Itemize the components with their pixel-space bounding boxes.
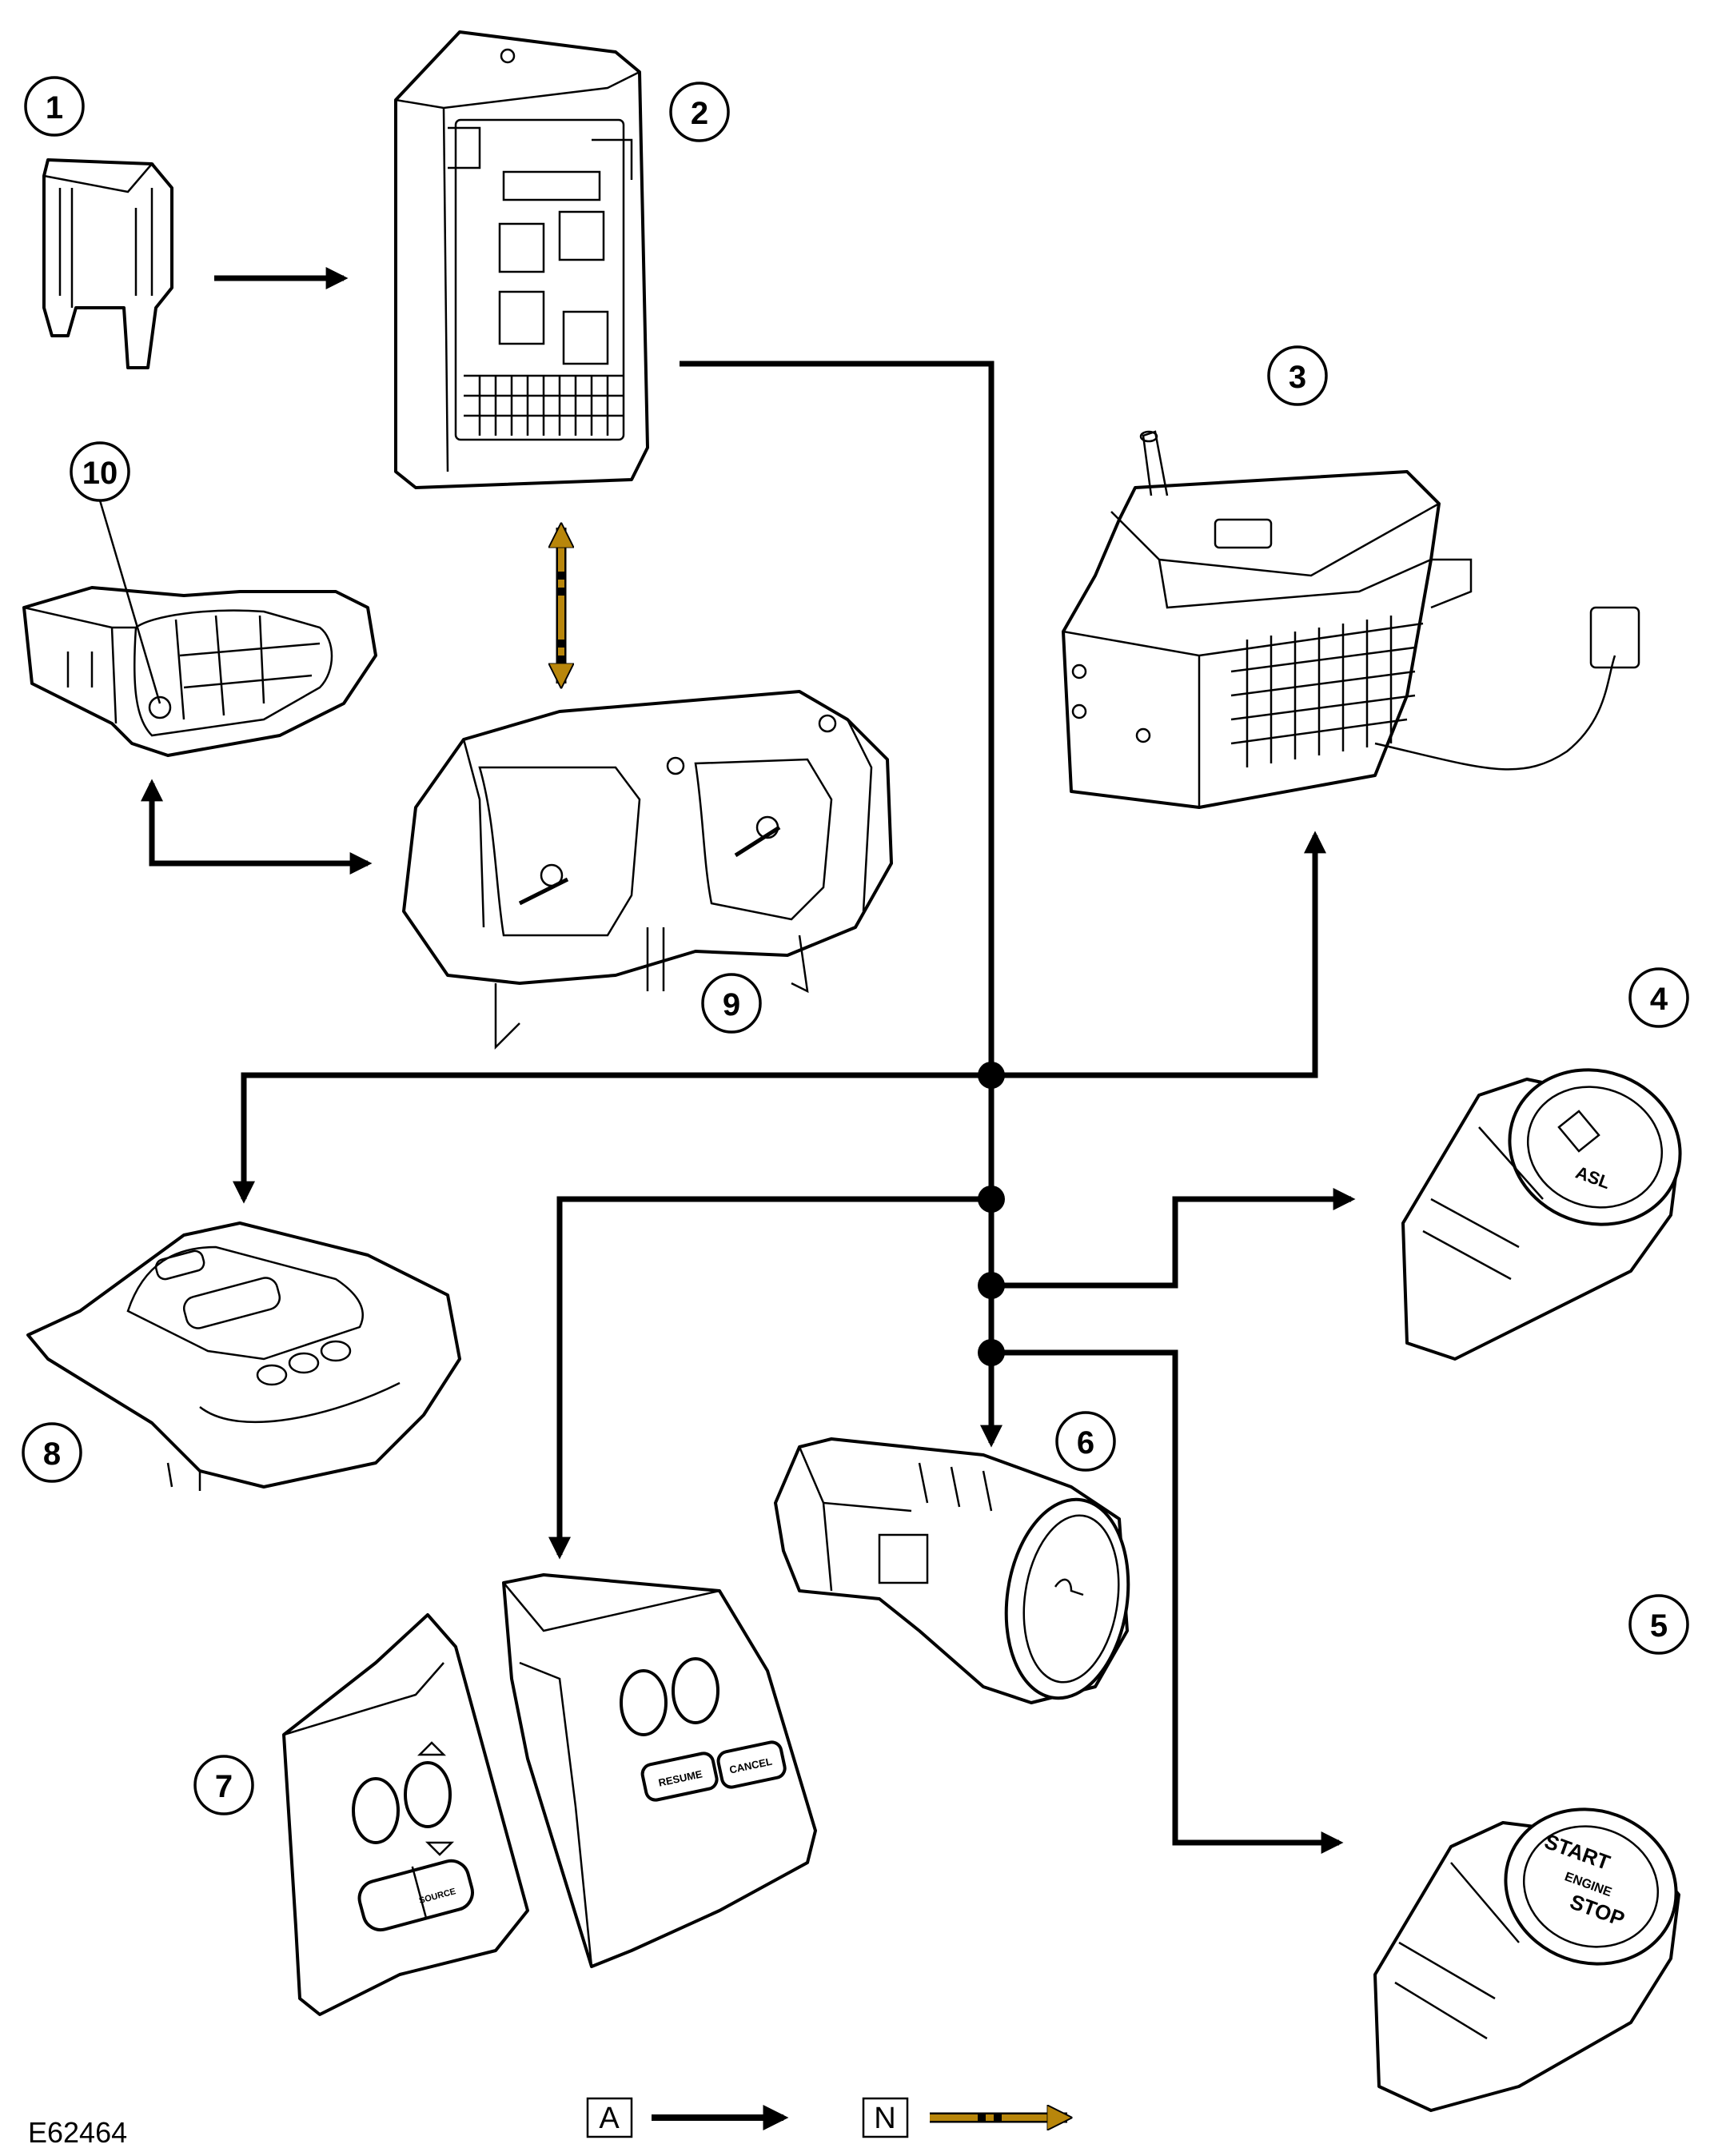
branch-steering-wire xyxy=(548,1196,991,1560)
junction-dot xyxy=(978,1062,1005,1089)
svg-text:5: 5 xyxy=(1650,1608,1668,1644)
legend: A N xyxy=(586,2097,1067,2138)
callout-7: 7 xyxy=(193,1755,254,1815)
start-stop-button: START ENGINE STOP xyxy=(1373,1807,1680,2112)
junction-dot xyxy=(978,1272,1005,1299)
svg-text:9: 9 xyxy=(723,987,740,1022)
svg-text:3: 3 xyxy=(1289,360,1306,395)
callout-4: 4 xyxy=(1628,967,1689,1028)
hardwired-connections xyxy=(141,267,1356,1854)
door-to-cluster-wire xyxy=(149,803,373,875)
legend-a-label: A xyxy=(599,2102,620,2135)
callout-5: 5 xyxy=(1628,1594,1689,1655)
asl-switch: ASL xyxy=(1401,1068,1682,1361)
svg-text:8: 8 xyxy=(43,1437,61,1472)
reference-code: E62464 xyxy=(28,2116,127,2149)
junction-dot xyxy=(978,1186,1005,1213)
relay-block xyxy=(498,170,609,365)
junction-dot xyxy=(978,1339,1005,1366)
central-junction-box xyxy=(394,30,649,489)
callout-8: 8 xyxy=(22,1422,82,1483)
callouts: 1 2 3 4 5 6 7 8 9 10 xyxy=(22,76,1689,1815)
cjb-feed-wire xyxy=(680,361,995,1203)
legend-n-label: N xyxy=(874,2102,895,2135)
svg-text:10: 10 xyxy=(82,456,118,491)
callout-3: 3 xyxy=(1267,345,1328,406)
transmission-selector-module xyxy=(1062,430,1640,809)
svg-text:6: 6 xyxy=(1077,1425,1094,1461)
branch-start-stop-wire xyxy=(991,1349,1344,1854)
svg-text:7: 7 xyxy=(215,1769,233,1804)
branch-overhead-wire xyxy=(233,1072,991,1204)
fuse xyxy=(42,158,173,369)
svg-text:1: 1 xyxy=(46,90,63,126)
svg-text:2: 2 xyxy=(691,96,708,131)
callout-9: 9 xyxy=(701,973,762,1034)
left-switch-pack: SOURCE xyxy=(282,1613,529,2016)
callout-1: 1 xyxy=(24,76,85,137)
legend-item-n: N xyxy=(862,2097,1067,2138)
branch-selector-wire xyxy=(991,831,1326,1078)
callout-2: 2 xyxy=(669,82,730,142)
ignition-switch-unit xyxy=(774,1437,1130,1704)
callout-6: 6 xyxy=(1055,1411,1116,1472)
instrument-cluster xyxy=(402,690,893,1050)
callout-10: 10 xyxy=(70,441,161,704)
branch-asl-wire xyxy=(991,1188,1356,1289)
svg-text:4: 4 xyxy=(1650,982,1668,1017)
right-switch-pack: RESUME CANCEL xyxy=(502,1573,817,1968)
overhead-console xyxy=(26,1221,461,1491)
steering-wheel-switches: SOURCE RESUME CANCEL xyxy=(282,1573,817,2016)
door-switch-pack xyxy=(22,586,377,757)
legend-item-a: A xyxy=(586,2097,789,2138)
